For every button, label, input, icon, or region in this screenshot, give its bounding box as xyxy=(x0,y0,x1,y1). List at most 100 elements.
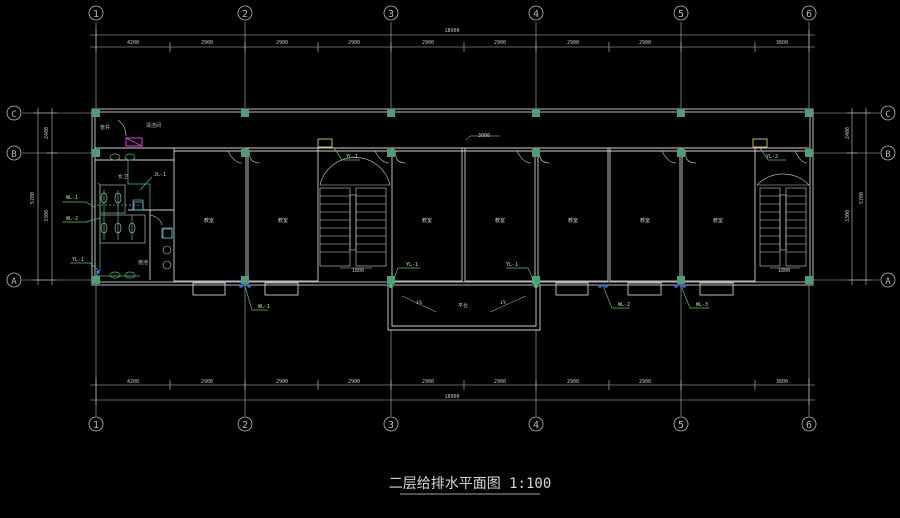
tag-wl1: WL-1 xyxy=(66,195,78,201)
dim-bottom-5: 2900 xyxy=(422,379,434,385)
terrace-label: 平台 xyxy=(458,302,468,309)
axis-label-A-right: A xyxy=(885,277,891,287)
room-label-5: 教室 xyxy=(568,217,578,224)
axis-bubble-labels-top: 1 2 3 4 5 6 xyxy=(93,9,812,20)
toilet-fixtures xyxy=(99,184,173,270)
axis-label-B-right: B xyxy=(885,150,890,160)
dim-side-left-2: 3300 xyxy=(44,210,50,222)
axis-bubbles-top xyxy=(88,5,817,21)
walls xyxy=(91,108,814,331)
dim-side-right-2: 3300 xyxy=(845,210,851,222)
slope-mark-left: i% xyxy=(416,300,422,306)
tag-yl1d: YL-1 xyxy=(346,154,358,160)
room-label-2: 教室 xyxy=(278,217,288,224)
axis-label-1: 1 xyxy=(93,9,99,20)
tag-wl2b: WL-2 xyxy=(618,302,630,308)
dim-bottom-9: 3600 xyxy=(776,379,788,385)
fire-symbols xyxy=(317,138,768,148)
hydrant-boxes xyxy=(133,201,173,239)
dim-total-top: 18900 xyxy=(444,28,459,34)
dim-bottom-4: 2900 xyxy=(348,379,360,385)
axis-label-1-bottom: 1 xyxy=(93,420,99,431)
axis-label-5-bottom: 5 xyxy=(678,420,684,431)
green-riser-points xyxy=(389,284,538,288)
dim-bottom-2: 2900 xyxy=(201,379,213,385)
axis-label-2-bottom: 2 xyxy=(242,420,248,431)
dim-top-3: 2900 xyxy=(276,40,288,46)
axis-label-A: A xyxy=(11,277,17,287)
dimension-lines-bottom xyxy=(90,378,815,405)
dim-top-2: 2900 xyxy=(201,40,213,46)
corridor-dim-line xyxy=(465,135,500,141)
axis-label-4: 4 xyxy=(533,9,539,20)
dim-top-8: 2900 xyxy=(639,40,651,46)
dimension-lines-top xyxy=(90,30,815,52)
room-label-4: 教室 xyxy=(495,217,505,224)
dim-top-9: 3600 xyxy=(776,40,788,46)
door-swings xyxy=(117,119,808,226)
dim-side-left-total: 5700 xyxy=(30,192,36,204)
axis-label-5: 5 xyxy=(678,9,684,20)
axis-bubble-labels-bottom: 1 2 3 4 5 6 xyxy=(93,420,812,431)
riser-points xyxy=(96,270,686,288)
dim-total-bottom: 18900 xyxy=(444,394,459,400)
dim-side-right-total: 5700 xyxy=(859,192,865,204)
pipes xyxy=(62,147,786,311)
axis-label-3-bottom: 3 xyxy=(388,420,394,431)
dim-bottom-3: 2900 xyxy=(276,379,288,385)
dim-side-right-1: 2400 xyxy=(845,127,851,139)
sink-fixtures xyxy=(109,153,136,279)
tag-yl2: YL-2 xyxy=(766,154,778,160)
dim-top-7: 2900 xyxy=(567,40,579,46)
toilet-label: 女卫 xyxy=(118,173,128,180)
room-label-3: 教室 xyxy=(422,217,432,224)
dimension-lines-side xyxy=(33,108,871,285)
room-labels: 教室 教室 教室 教室 教室 教室 教室 xyxy=(204,217,723,224)
tag-wl2: WL-2 xyxy=(66,216,78,222)
room-label-1: 教室 xyxy=(204,217,214,224)
tag-yl1c: YL-1 xyxy=(506,262,518,268)
axis-label-C-right: C xyxy=(885,110,890,120)
shaft-label: 管井 xyxy=(100,124,110,131)
dim-bottom-1: 4200 xyxy=(127,379,139,385)
dimension-texts-side: 5700 2400 3300 5700 2400 3300 xyxy=(30,127,865,222)
slope-mark-right: i% xyxy=(500,300,506,306)
axis-label-C: C xyxy=(11,110,16,120)
axis-label-6: 6 xyxy=(806,9,812,20)
dim-side-left-1: 2400 xyxy=(44,127,50,139)
columns xyxy=(92,109,813,284)
dimension-texts-bottom: 4200 2900 2900 2900 2900 2900 2900 2900 … xyxy=(127,379,788,400)
drawing-title: 二层给排水平面图 1:100 xyxy=(389,476,552,492)
dim-top-1: 4200 xyxy=(127,40,139,46)
stair-dim-left: 1800 xyxy=(352,268,364,274)
tag-yl1b: YL-1 xyxy=(406,262,418,268)
axis-label-B: B xyxy=(11,150,16,160)
axis-bubbles-side xyxy=(6,105,896,288)
axis-bubble-labels-side: C B A C B A xyxy=(11,110,891,287)
stair-right xyxy=(756,173,810,269)
dimension-texts-top: 18900 4200 2900 2900 2900 2900 2900 2900… xyxy=(127,28,788,46)
tag-wl1b: WL-1 xyxy=(258,304,270,310)
mop-label: 拖池 xyxy=(138,259,148,266)
pipe-tags: JL-1 WL-1 WL-2 YL-1 WL-1 YL-1 YL-1 WL-2 … xyxy=(66,154,778,310)
room-label-7: 教室 xyxy=(713,217,723,224)
stair-dim-right: 1800 xyxy=(778,268,790,274)
water-heater-cross xyxy=(125,137,143,147)
dim-top-6: 2900 xyxy=(494,40,506,46)
axis-label-2: 2 xyxy=(242,9,248,20)
tag-wl3: WL-3 xyxy=(696,302,708,308)
dim-bottom-8: 2900 xyxy=(639,379,651,385)
room-label-6: 教室 xyxy=(640,217,650,224)
tag-jl1: JL-1 xyxy=(154,172,166,178)
dim-top-5: 2900 xyxy=(422,40,434,46)
axis-label-6-bottom: 6 xyxy=(806,420,812,431)
slope-arrows xyxy=(401,295,527,313)
water-heater-symbol xyxy=(125,137,143,147)
axis-label-3: 3 xyxy=(388,9,394,20)
dim-bottom-7: 2900 xyxy=(567,379,579,385)
dim-top-4: 2900 xyxy=(348,40,360,46)
axis-bubbles-bottom xyxy=(88,416,817,432)
stair-left xyxy=(319,157,391,269)
